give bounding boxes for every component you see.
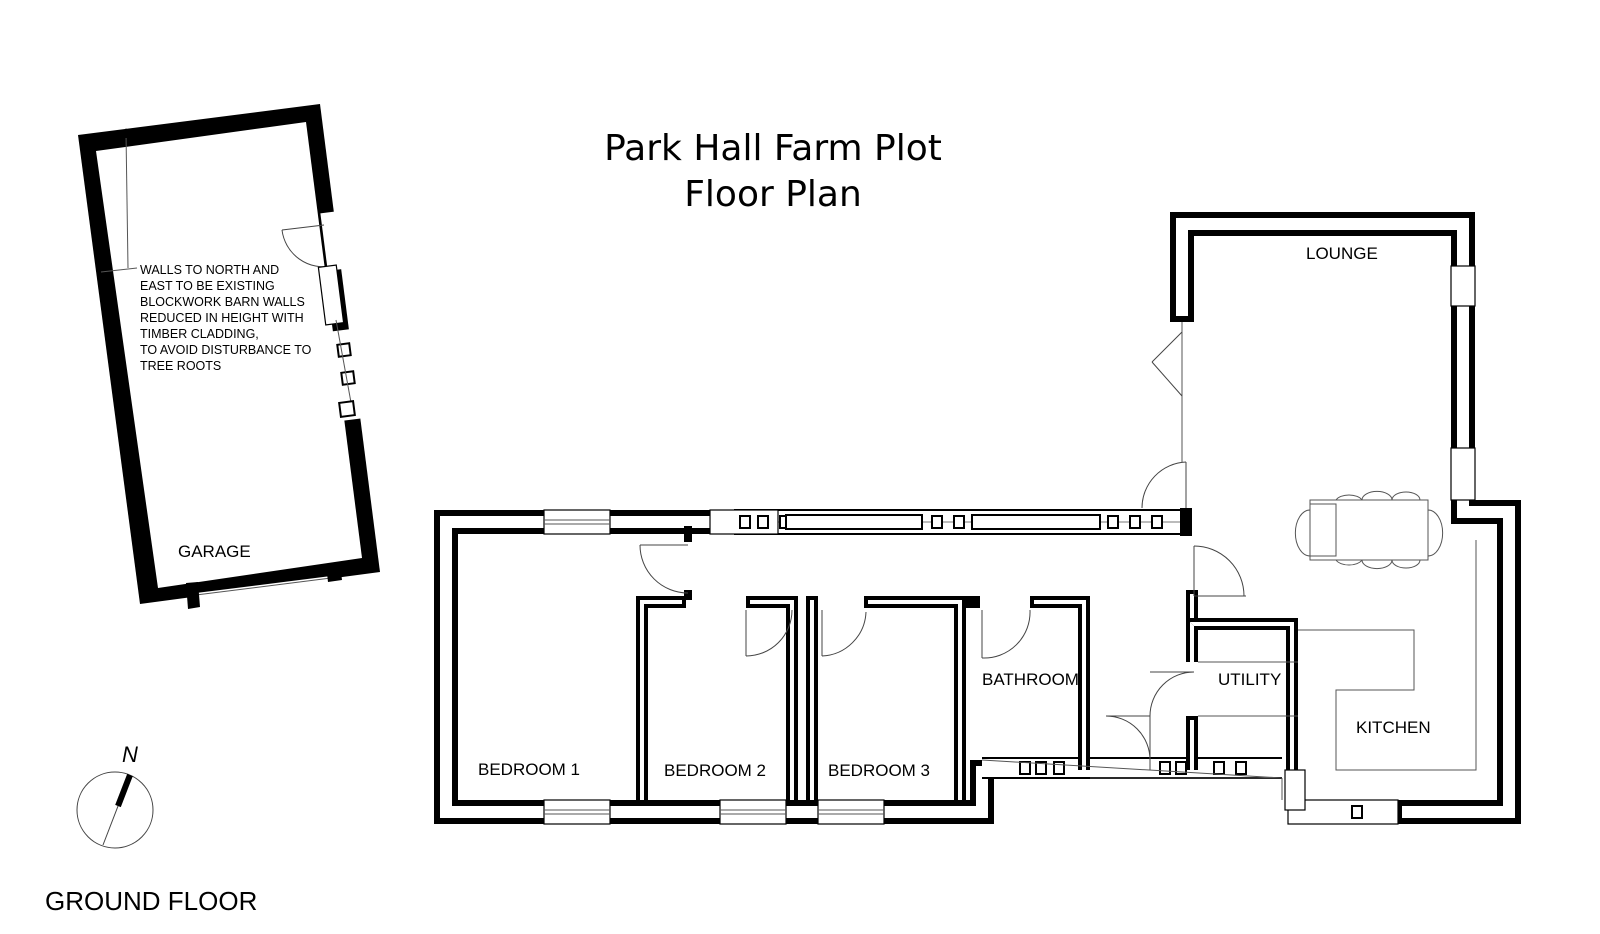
garage-label: GARAGE [178, 542, 251, 561]
room-label-bedroom1: BEDROOM 1 [478, 760, 580, 779]
plan-title-line2: Floor Plan [684, 174, 862, 215]
internal-walls [636, 508, 1298, 800]
floor-label: GROUND FLOOR [45, 886, 257, 916]
room-label-bedroom2: BEDROOM 2 [664, 761, 766, 780]
room-label-utility: UTILITY [1218, 670, 1281, 689]
room-label-bathroom: BATHROOM [982, 670, 1079, 689]
room-label-kitchen: KITCHEN [1356, 718, 1431, 737]
window-piers [739, 514, 1363, 819]
room-label-lounge: LOUNGE [1306, 244, 1378, 263]
plan-title-line1: Park Hall Farm Plot [604, 128, 942, 169]
compass [76, 771, 154, 849]
garage-note: WALLS TO NORTH AND EAST TO BE EXISTING B… [140, 263, 315, 373]
garage-building [78, 104, 380, 609]
fixtures [981, 490, 1477, 800]
room-label-bedroom3: BEDROOM 3 [828, 761, 930, 780]
compass-north-label: N [122, 742, 138, 767]
doors [639, 322, 1246, 770]
windows [543, 265, 1476, 825]
